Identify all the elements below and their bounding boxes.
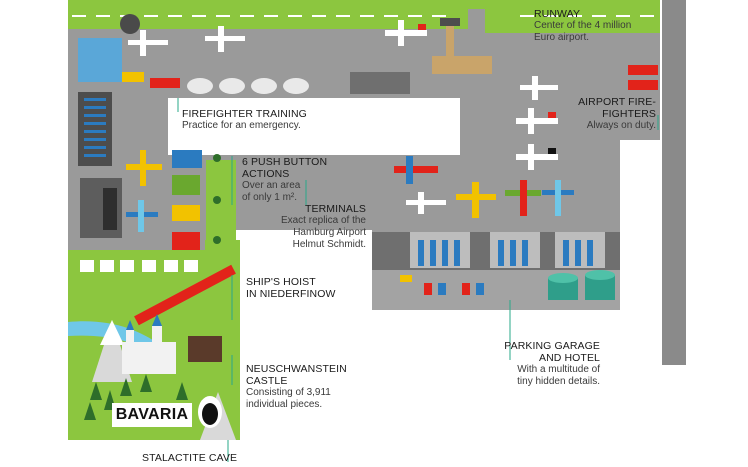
label-runway-line-1: Center of the 4 million	[534, 20, 632, 31]
action-buildings	[172, 150, 202, 250]
label-training-line-1: Practice for an emergency.	[182, 120, 301, 131]
control-tower	[446, 22, 454, 58]
runway-grass-right	[485, 9, 660, 33]
label-firefighters-title-2: FIGHTERS	[602, 108, 656, 120]
hangar-door	[103, 188, 117, 230]
label-parking-line-1: With a multitude of	[517, 364, 600, 375]
label-push-title-1: 6 PUSH BUTTON	[242, 156, 328, 168]
label-castle-line-1: Consisting of 3,911	[246, 387, 331, 398]
label-push-buttons: 6 PUSH BUTTON ACTIONS Over an area of on…	[242, 156, 327, 204]
runway-strip-right	[662, 0, 686, 365]
label-stalactite-cave: STALACTITE CAVE	[142, 452, 237, 464]
stalactite-cave	[198, 396, 222, 428]
label-push-line-1: Over an area	[242, 180, 301, 191]
label-terminals-title: TERMINALS	[305, 203, 366, 215]
label-push-title-2: ACTIONS	[242, 168, 290, 180]
glass-building	[78, 38, 122, 82]
label-castle-title-1: NEUSCHWANSTEIN	[246, 363, 347, 375]
label-runway-title: RUNWAY	[534, 8, 581, 20]
label-push-line-2: of only 1 m².	[242, 192, 298, 203]
label-hoist-title-1: SHIP'S HOIST	[246, 276, 316, 288]
terminal-building	[372, 232, 620, 270]
label-runway: RUNWAY Center of the 4 million Euro airp…	[534, 8, 631, 44]
planes	[126, 20, 574, 232]
airport-hall	[350, 72, 410, 94]
label-castle: NEUSCHWANSTEIN CASTLE Consisting of 3,91…	[246, 363, 347, 411]
label-parking-title-2: AND HOTEL	[539, 352, 600, 364]
label-parking-line-2: tiny hidden details.	[517, 376, 600, 387]
tower-top	[440, 18, 460, 26]
label-terminals-line-2: Hamburg Airport	[293, 227, 366, 238]
label-training: FIREFIGHTER TRAINING Practice for an eme…	[182, 108, 307, 132]
office-windows	[84, 98, 106, 157]
neuschwanstein-castle	[122, 314, 222, 374]
grass-strip-top	[68, 0, 660, 9]
apron-lower	[372, 265, 620, 310]
label-castle-line-2: individual pieces.	[246, 399, 323, 410]
label-parking-garage: PARKING GARAGE AND HOTEL With a multitud…	[492, 340, 600, 388]
runway-dashes	[72, 15, 654, 17]
fire-trucks	[122, 65, 658, 90]
label-runway-line-2: Euro airport.	[534, 32, 590, 43]
terminal-cars	[400, 275, 484, 295]
label-terminals: TERMINALS Exact replica of the Hamburg A…	[248, 203, 366, 251]
label-firefighters: AIRPORT FIRE- FIGHTERS Always on duty.	[560, 96, 656, 132]
label-hoist-title-2: IN NIEDERFINOW	[246, 288, 336, 300]
label-terminals-line-1: Exact replica of the	[280, 215, 366, 226]
label-firefighters-title-1: AIRPORT FIRE-	[578, 96, 656, 108]
smoke	[120, 14, 140, 34]
region-label-bavaria: BAVARIA	[112, 403, 192, 427]
white-gap	[168, 98, 460, 155]
label-terminals-line-3: Helmut Schmidt.	[292, 239, 366, 250]
fuel-tanks	[187, 78, 309, 94]
ships-hoist	[134, 264, 236, 326]
label-training-title: FIREFIGHTER TRAINING	[182, 108, 307, 120]
houses	[80, 260, 198, 272]
control-building	[432, 56, 492, 74]
office-building	[78, 92, 112, 166]
runway-grass-left	[68, 9, 468, 29]
label-cave-title: STALACTITE CAVE	[142, 452, 238, 464]
parking-garage	[548, 270, 615, 300]
label-castle-title-2: CASTLE	[246, 375, 288, 387]
label-firefighters-line-1: Always on duty.	[586, 120, 656, 131]
label-parking-title-1: PARKING GARAGE	[504, 340, 600, 352]
label-ships-hoist: SHIP'S HOIST IN NIEDERFINOW	[246, 276, 335, 300]
leader-lines	[177, 98, 659, 462]
